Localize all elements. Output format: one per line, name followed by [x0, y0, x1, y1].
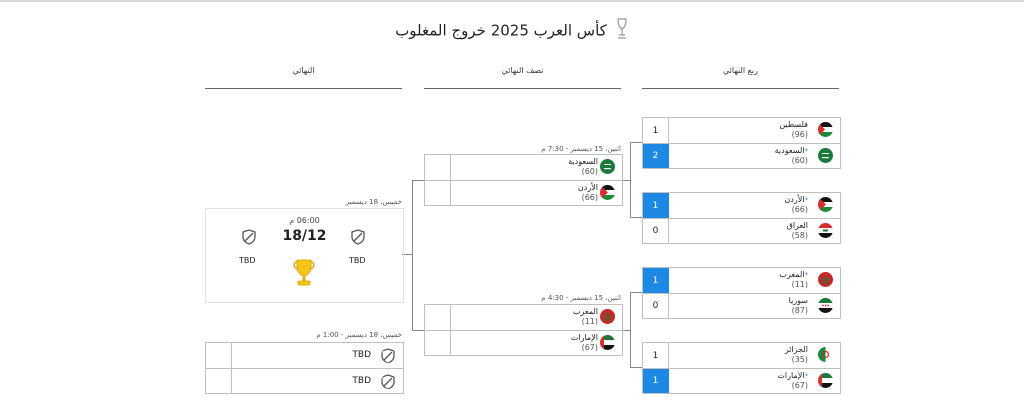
- final-time: 06:00 م: [289, 216, 320, 225]
- bracket-connector: [621, 180, 631, 181]
- team-name: TBD: [239, 256, 256, 265]
- flag-saudi-icon: [600, 159, 615, 174]
- quarterfinal-match-3[interactable]: 1 *المغرب(11) 0 سوريا(87): [642, 267, 841, 319]
- shield-icon: [242, 229, 256, 249]
- score: [206, 369, 232, 393]
- top-divider: [0, 0, 1024, 2]
- column-underline: [424, 88, 621, 89]
- final-date: 18/12: [282, 228, 327, 244]
- bracket-connector: [412, 180, 424, 181]
- team-name: الإمارات(67): [570, 333, 598, 352]
- page-title-text: كأس العرب 2025 خروج المغلوب: [395, 21, 607, 40]
- flag-saudi-icon: [818, 148, 833, 163]
- score: [425, 155, 451, 180]
- flag-iraq-icon: [818, 223, 833, 238]
- score: [425, 331, 451, 355]
- score: [425, 305, 451, 330]
- bracket-connector: [630, 292, 642, 293]
- score: [206, 343, 232, 368]
- flag-algeria-icon: [818, 347, 833, 362]
- shield-icon: [381, 374, 396, 389]
- score: 1: [643, 193, 669, 218]
- flag-morocco-icon: [818, 272, 833, 287]
- team-name: TBD: [352, 376, 371, 386]
- winner-star-icon: *: [804, 196, 809, 204]
- semifinal-match-1[interactable]: السعودية(60) الأردن(66): [424, 154, 623, 206]
- page-title: كأس العرب 2025 خروج المغلوب: [0, 18, 1024, 44]
- score: 1: [643, 268, 669, 293]
- winner-star-icon: *: [804, 271, 809, 279]
- quarterfinal-match-2[interactable]: 1 *الأردن(66) 0 العراق(58): [642, 192, 841, 244]
- team-name: TBD: [352, 350, 371, 360]
- bracket-connector: [412, 180, 413, 331]
- score: 1: [643, 369, 669, 393]
- score: 0: [643, 294, 669, 318]
- team-name: المغرب(11): [572, 307, 598, 326]
- score: 0: [643, 219, 669, 243]
- column-header-final: النهائي: [292, 66, 315, 75]
- bracket-connector: [412, 330, 424, 331]
- team-name: TBD: [349, 256, 366, 265]
- flag-morocco-icon: [600, 309, 615, 324]
- team-name: *الأردن(66): [784, 195, 809, 214]
- bracket-connector: [621, 330, 631, 331]
- flag-uae-icon: [600, 335, 615, 350]
- flag-uae-icon: [818, 373, 833, 388]
- team-name: العراق(58): [786, 221, 808, 240]
- third-place-match[interactable]: TBD TBD: [205, 342, 404, 394]
- match-date: خميس، 18 ديسمبر - 1:00 م: [316, 331, 402, 339]
- team-name: *السعودية(60): [774, 146, 809, 165]
- column-underline: [205, 88, 402, 89]
- score: 2: [643, 144, 669, 168]
- bracket-connector: [630, 367, 642, 368]
- flag-jordan-icon: [600, 185, 615, 200]
- team-name: فلسطين(96): [779, 120, 808, 139]
- semifinal-match-2[interactable]: المغرب(11) الإمارات(67): [424, 304, 623, 356]
- team-name: الأردن(66): [577, 183, 598, 202]
- match-date: خميس، 18 ديسمبر: [345, 198, 402, 206]
- score: 1: [643, 343, 669, 368]
- team-name: السعودية(60): [568, 157, 598, 176]
- team-name: *المغرب(11): [779, 270, 809, 289]
- flag-palestine-icon: [818, 122, 833, 137]
- team-name: الجزائر(35): [784, 345, 808, 364]
- column-header-quarterfinal: ربع النهائي: [723, 66, 758, 75]
- winner-star-icon: *: [804, 147, 809, 155]
- team-name: سوريا(87): [788, 296, 808, 315]
- bracket-connector: [630, 217, 642, 218]
- match-date: اثنين، 15 ديسمبر - 7:30 م: [541, 145, 621, 153]
- bracket-connector: [402, 254, 413, 255]
- trophy-icon: [615, 18, 629, 44]
- team-name: *الإمارات(67): [777, 371, 809, 390]
- final-match-card[interactable]: 06:00 م 18/12 TBD TBD: [205, 208, 404, 303]
- shield-icon: [381, 348, 396, 363]
- gold-trophy-icon: [291, 258, 317, 292]
- match-date: اثنين، 15 ديسمبر - 4:30 م: [541, 294, 621, 302]
- score: 1: [643, 118, 669, 143]
- column-underline: [642, 88, 839, 89]
- column-header-semifinal: نصف النهائي: [501, 66, 544, 75]
- winner-star-icon: *: [804, 372, 809, 380]
- quarterfinal-match-4[interactable]: 1 الجزائر(35) 1 *الإمارات(67): [642, 342, 841, 394]
- bracket-connector: [630, 142, 642, 143]
- flag-syria-icon: [818, 298, 833, 313]
- score: [425, 181, 451, 205]
- shield-icon: [351, 229, 365, 249]
- quarterfinal-match-1[interactable]: 1 فلسطين(96) 2 *السعودية(60): [642, 117, 841, 169]
- flag-jordan-icon: [818, 197, 833, 212]
